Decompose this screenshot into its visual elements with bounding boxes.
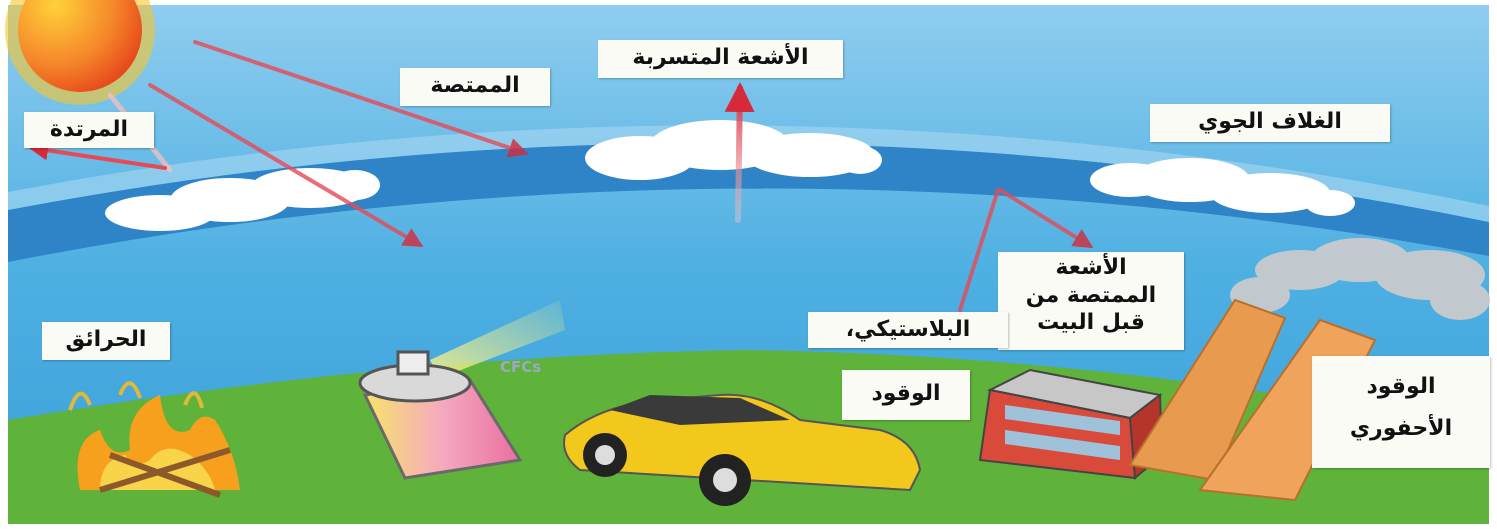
radiation-arrows — [28, 40, 1094, 312]
absorbed-arrow-2 — [148, 83, 424, 248]
fire-icon — [68, 381, 240, 498]
label-plastics: البلاستيكي، — [808, 312, 1008, 348]
label-fires: الحرائق — [42, 322, 170, 360]
label-escaping-rays: الأشعة المتسربة — [598, 40, 843, 78]
cloud-left — [105, 168, 380, 231]
house-up-arrow — [958, 188, 1000, 312]
spray-can-icon — [358, 300, 565, 480]
label-atmosphere: الغلاف الجوي — [1150, 104, 1390, 142]
label-absorbed: الممتصة — [400, 68, 550, 106]
label-cfcs: CFCs — [500, 358, 542, 376]
label-fossil-fuel: الوقود الأحفوري — [1312, 356, 1490, 468]
label-absorbed-by-house-line1: الأشعة — [1055, 255, 1127, 280]
atmosphere-edge — [8, 125, 1489, 222]
label-fossil-fuel-line1: الوقود — [1366, 374, 1436, 399]
cloud-center — [585, 120, 882, 180]
smoke-cloud — [1230, 238, 1490, 320]
reflected-arrow — [28, 140, 167, 170]
label-fuel: الوقود — [842, 370, 970, 420]
absorbed-arrow — [193, 40, 529, 158]
sun-icon — [5, 0, 155, 105]
label-absorbed-by-house: الأشعة الممتصة من قبل البيت — [998, 252, 1184, 350]
house-icon — [978, 368, 1164, 481]
label-reflected: المرتدة — [24, 112, 154, 148]
label-fossil-fuel-line2: الأحفوري — [1349, 415, 1453, 441]
cloud-right — [1090, 158, 1355, 216]
house-absorbed-arrow — [998, 188, 1094, 249]
escaping-arrow — [724, 82, 755, 223]
label-absorbed-by-house-line3: قبل البيت — [1037, 310, 1145, 335]
label-absorbed-by-house-line2: الممتصة من — [1025, 282, 1157, 308]
car-icon — [563, 393, 922, 506]
